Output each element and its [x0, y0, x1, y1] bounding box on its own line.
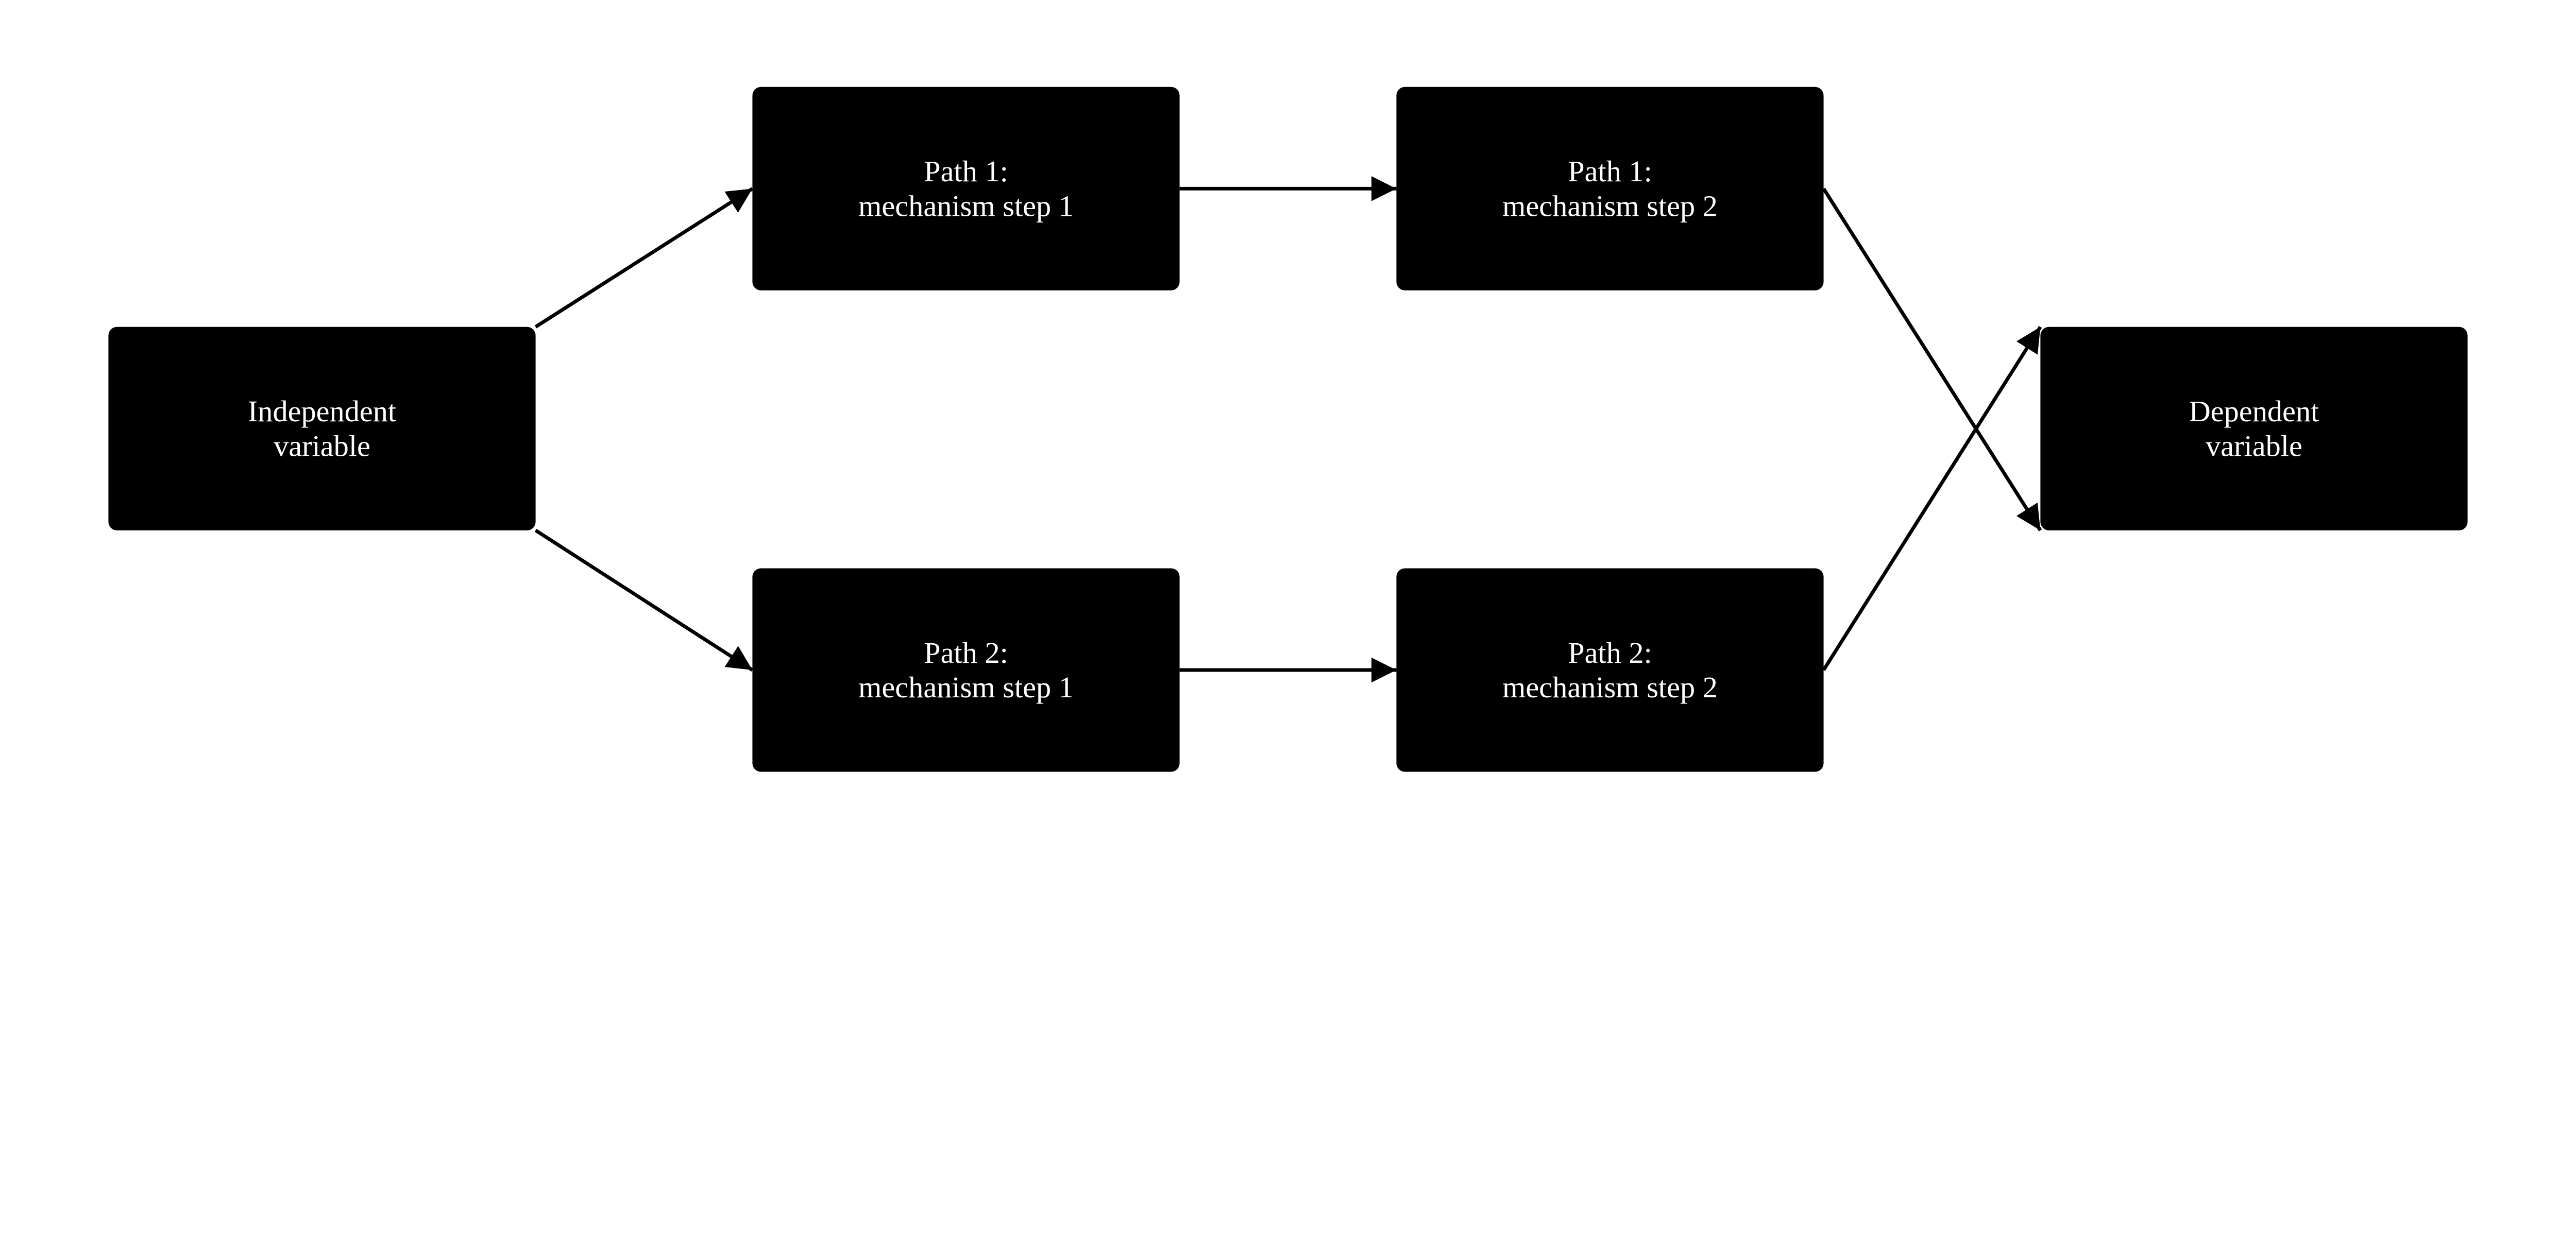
node-box — [752, 87, 1180, 290]
node-p1s2: Path 1:mechanism step 2 — [1396, 87, 1824, 290]
node-label-line: mechanism step 2 — [1502, 189, 1718, 222]
node-p2s1: Path 2:mechanism step 1 — [752, 568, 1180, 772]
node-p2s2: Path 2:mechanism step 2 — [1396, 568, 1824, 772]
node-label-line: Path 2: — [924, 636, 1008, 670]
node-box — [752, 568, 1180, 772]
node-label-line: variable — [2206, 429, 2302, 462]
node-label-line: Path 1: — [924, 154, 1008, 188]
node-label-line: mechanism step 1 — [858, 671, 1074, 704]
node-label-line: mechanism step 1 — [858, 189, 1074, 222]
node-label-line: Dependent — [2189, 394, 2319, 428]
node-box — [2040, 327, 2468, 530]
arrow-p1s2-to-dv — [1822, 187, 2042, 531]
node-box — [1396, 568, 1824, 772]
node-label-line: Path 1: — [1568, 154, 1652, 188]
node-label-line: variable — [274, 429, 370, 462]
node-label-line: mechanism step 2 — [1502, 671, 1718, 704]
node-label-line: Independent — [248, 394, 396, 428]
node-box — [108, 327, 536, 530]
node-p1s1: Path 1:mechanism step 1 — [752, 87, 1180, 290]
edges — [534, 176, 2042, 683]
node-box — [1396, 87, 1824, 290]
arrow-iv-to-p1s1 — [534, 187, 754, 329]
arrow-p2s2-to-dv — [1822, 325, 2042, 671]
arrow-iv-to-p2s1 — [534, 528, 754, 672]
node-label-line: Path 2: — [1568, 636, 1652, 670]
